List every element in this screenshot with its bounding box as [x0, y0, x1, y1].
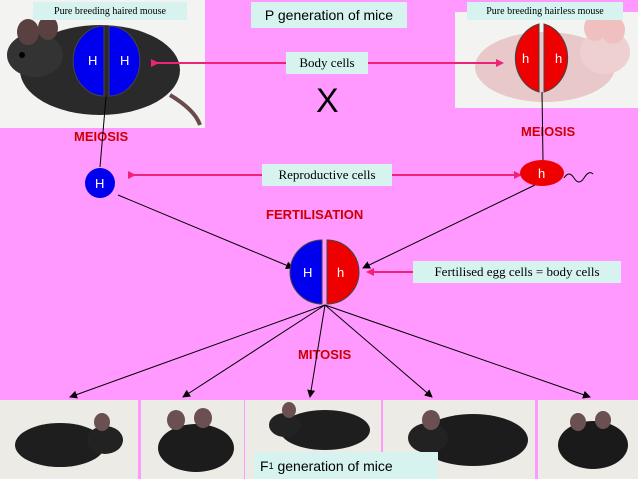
- body-cells-label: Body cells: [286, 52, 368, 74]
- f1-mouse-illustration-2: [158, 408, 234, 472]
- parent-left-allele-2: H: [120, 53, 129, 68]
- mitosis-arrow-4: [324, 304, 433, 398]
- f1-mouse-illustration-5: [558, 411, 628, 469]
- meiosis-right-line: [541, 91, 544, 161]
- haired-mouse-label: Pure breeding haired mouse: [33, 2, 187, 20]
- f1-mouse-photo-5: [538, 400, 638, 479]
- zygote-allele-2: h: [337, 265, 344, 280]
- meiosis-left-line: [99, 96, 107, 168]
- p-generation-title: P generation of mice: [251, 2, 407, 28]
- f1-subscript: 1: [268, 460, 274, 471]
- mitosis-arrow-1: [69, 304, 326, 399]
- parent-right-allele-2: h: [555, 51, 562, 66]
- mitosis-arrow-3: [307, 304, 326, 398]
- fertilisation-label: FERTILISATION: [266, 207, 364, 222]
- parent-right-allele-1: h: [522, 51, 529, 66]
- gamete-right: h: [520, 160, 594, 186]
- f1-mouse-illustration-1: [15, 413, 123, 467]
- gamete-left: H: [85, 168, 115, 198]
- hairless-mouse-label: Pure breeding hairless mouse: [467, 2, 623, 20]
- f1-mouse-photo-2: [141, 400, 244, 479]
- gamete-right-allele: h: [538, 166, 545, 181]
- fertilised-egg-label: Fertilised egg cells = body cells: [413, 261, 621, 283]
- mitosis-label: MITOSIS: [298, 347, 352, 362]
- sperm-tail: [563, 172, 594, 183]
- f1-mouse-illustration-4: [408, 410, 528, 466]
- zygote-cell: H h: [289, 239, 360, 305]
- mitosis-arrow-2: [182, 304, 326, 398]
- f1-prefix: F: [260, 457, 269, 474]
- meiosis-right-label: MEIOSIS: [521, 124, 576, 139]
- zygote-allele-1: H: [303, 265, 312, 280]
- parent-left-allele-1: H: [88, 53, 97, 68]
- reproductive-cells-label: Reproductive cells: [262, 164, 392, 186]
- f1-mouse-photo-1: [0, 400, 138, 479]
- parent-cell-left: H H: [72, 25, 141, 97]
- gamete-left-arrow: [117, 194, 294, 269]
- cross-symbol: X: [316, 82, 339, 120]
- f1-mouse-illustration-3: [269, 402, 370, 450]
- meiosis-left-label: MEIOSIS: [74, 129, 129, 144]
- parent-cell-right: h h: [514, 23, 569, 93]
- mitosis-arrow-5: [324, 304, 591, 399]
- gamete-left-allele: H: [95, 176, 104, 191]
- gamete-right-arrow: [362, 184, 536, 269]
- f1-suffix: generation of mice: [273, 457, 393, 474]
